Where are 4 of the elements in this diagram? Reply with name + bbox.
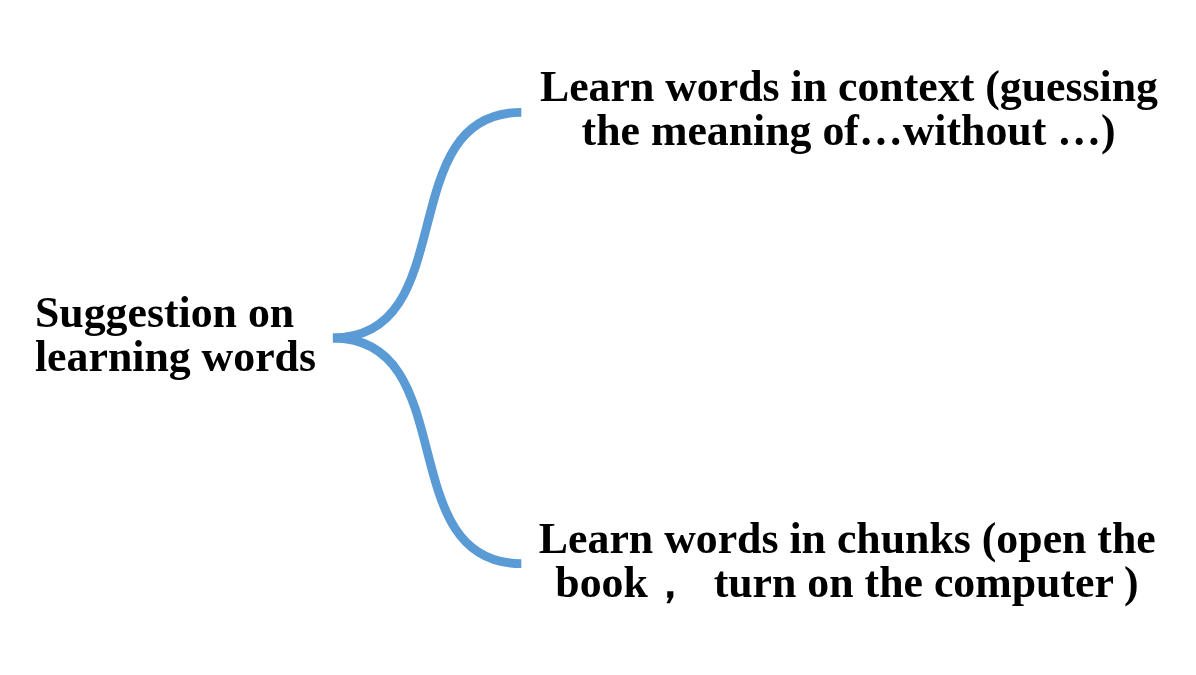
node-text: Learn words in context (guessing the meaning of…without …) <box>539 61 1158 154</box>
connector <box>332 333 522 568</box>
node-text: Suggestion on learning words <box>34 287 316 380</box>
node-text: Learn words in chunks (open the book， turn on the computer ) <box>538 513 1156 606</box>
